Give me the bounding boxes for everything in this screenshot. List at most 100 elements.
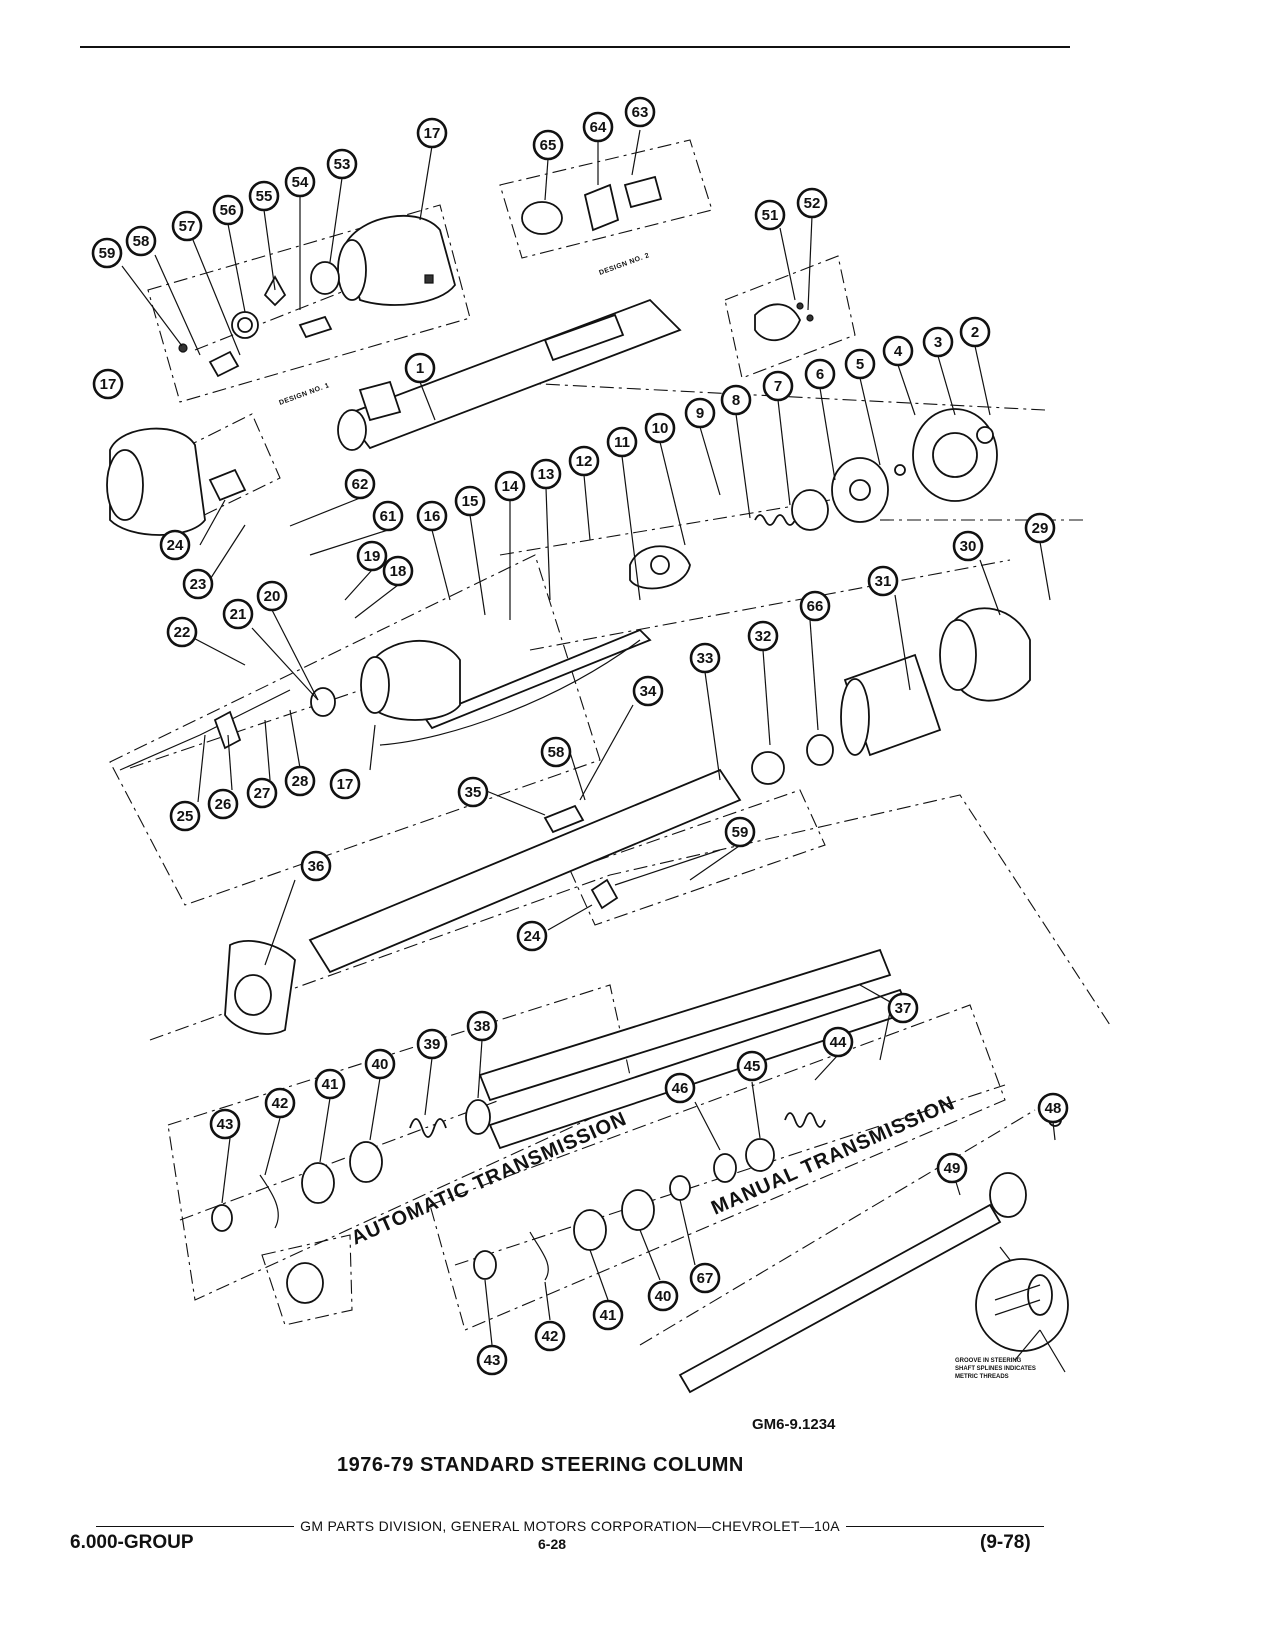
svg-text:19: 19: [364, 548, 381, 565]
footer-rule-left: [96, 1525, 295, 1527]
callout: 30: [952, 530, 984, 562]
callout: 58: [540, 736, 572, 768]
callout: 5: [844, 348, 876, 380]
callout: 59: [724, 816, 756, 848]
svg-text:33: 33: [697, 650, 714, 667]
callout: 20: [256, 580, 288, 612]
callout: 63: [624, 96, 656, 128]
callout: 12: [568, 445, 600, 477]
signal-switch-part: [629, 545, 691, 590]
callout: 46: [664, 1072, 696, 1104]
jacket-detail-part: [590, 849, 721, 910]
svg-text:25: 25: [177, 808, 194, 825]
svg-text:2: 2: [971, 324, 979, 341]
svg-text:24: 24: [524, 928, 541, 945]
callout: 57: [171, 210, 203, 242]
svg-text:17: 17: [424, 125, 441, 142]
callout: 37: [887, 992, 919, 1024]
column-housing-part: [337, 298, 682, 451]
svg-text:13: 13: [538, 466, 555, 483]
callout: 40: [647, 1280, 679, 1312]
left-assembly-outline: [109, 554, 601, 906]
callout: 54: [284, 166, 316, 198]
switch-housing-outline: [159, 413, 281, 523]
callout: 64: [582, 111, 614, 143]
callout: 42: [264, 1087, 296, 1119]
svg-text:29: 29: [1032, 520, 1049, 537]
footer-group: 6.000-GROUP: [70, 1532, 194, 1553]
figure-caption: 1976-79 STANDARD STEERING COLUMN: [337, 1454, 744, 1476]
lever-part: [543, 804, 585, 834]
upper-cover-part: [337, 214, 456, 306]
callout: 49: [936, 1152, 968, 1184]
lower-housing-part: [310, 640, 461, 721]
callout: 14: [494, 470, 526, 502]
callout: 25: [169, 800, 201, 832]
svg-text:52: 52: [804, 195, 821, 212]
svg-text:17: 17: [100, 376, 117, 393]
svg-text:46: 46: [672, 1080, 689, 1097]
svg-text:15: 15: [462, 493, 479, 510]
svg-text:24: 24: [167, 537, 184, 554]
callout: 17: [329, 768, 361, 800]
svg-text:43: 43: [484, 1352, 501, 1369]
adapter-outline: [261, 1234, 353, 1326]
svg-text:58: 58: [133, 233, 150, 250]
design-2-label: DESIGN NO. 2: [598, 252, 650, 277]
footer-date: (9-78): [980, 1532, 1031, 1553]
callout: 29: [1024, 512, 1056, 544]
manual-trans-parts: [473, 1112, 826, 1281]
svg-text:56: 56: [220, 202, 237, 219]
footer-division: GM PARTS DIVISION, GENERAL MOTORS CORPOR…: [300, 1518, 840, 1534]
svg-text:26: 26: [215, 796, 232, 813]
callout: 13: [530, 458, 562, 490]
callout: 3: [922, 326, 954, 358]
svg-text:10: 10: [652, 420, 669, 437]
callout: 4: [882, 335, 914, 367]
svg-text:38: 38: [474, 1018, 491, 1035]
svg-text:67: 67: [697, 1270, 714, 1287]
svg-text:39: 39: [424, 1036, 441, 1053]
callout: 18: [382, 555, 414, 587]
design-1-outline: [147, 204, 471, 403]
svg-text:4: 4: [894, 343, 903, 360]
svg-text:40: 40: [372, 1056, 389, 1073]
callout: 21: [222, 598, 254, 630]
switch-housing-part: [106, 427, 247, 536]
figure-reference-code: GM6-9.1234: [752, 1416, 836, 1433]
svg-text:55: 55: [256, 188, 273, 205]
callout: 43: [209, 1108, 241, 1140]
column-outline: [149, 794, 1111, 1041]
note-line-2: SHAFT SPLINES INDICATES: [955, 1366, 1036, 1372]
svg-text:8: 8: [732, 392, 740, 409]
svg-text:28: 28: [292, 773, 309, 790]
svg-text:59: 59: [99, 245, 116, 262]
svg-text:6: 6: [816, 366, 824, 383]
manual-trans-outline: [429, 1004, 1006, 1331]
svg-text:32: 32: [755, 628, 772, 645]
callout: 7: [762, 370, 794, 402]
svg-text:9: 9: [696, 405, 704, 422]
callout: 27: [246, 777, 278, 809]
spring-part: [754, 514, 796, 526]
callout: 40: [364, 1048, 396, 1080]
svg-text:30: 30: [960, 538, 977, 555]
svg-text:42: 42: [542, 1328, 559, 1345]
callout: 67: [689, 1262, 721, 1294]
leaders: [121, 129, 1056, 1346]
note-line-3: METRIC THREADS: [955, 1374, 1009, 1380]
svg-text:44: 44: [830, 1034, 847, 1051]
callout: 41: [314, 1068, 346, 1100]
callout: 56: [212, 194, 244, 226]
jacket-detail-outline: [569, 789, 826, 926]
callout: 28: [284, 765, 316, 797]
callout: 17: [416, 117, 448, 149]
svg-text:51: 51: [762, 207, 779, 224]
spline-detail-inset: [975, 1246, 1069, 1352]
note-line-1: GROOVE IN STEERING: [955, 1358, 1022, 1364]
svg-text:65: 65: [540, 137, 557, 154]
svg-text:21: 21: [230, 606, 247, 623]
svg-text:40: 40: [655, 1288, 672, 1305]
svg-text:59: 59: [732, 824, 749, 841]
design-1-parts: [178, 261, 340, 378]
